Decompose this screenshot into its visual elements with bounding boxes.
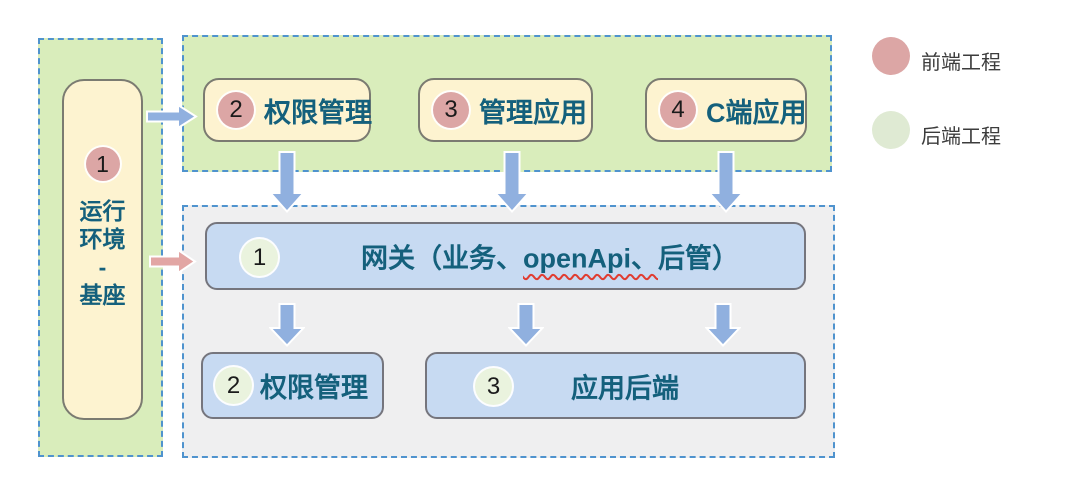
step-badge: 1	[241, 239, 278, 276]
node-consumer-app: 4 C端应用	[645, 78, 807, 142]
gateway-label-before: 网关（业务、	[361, 243, 523, 274]
legend-backend-swatch	[872, 111, 910, 149]
arrow-down-icon	[494, 151, 530, 213]
step-badge: 3	[475, 368, 512, 405]
legend-frontend-label: 前端工程	[921, 52, 1001, 74]
node-label: 权限管理	[264, 97, 372, 128]
node-app-backend: 3 应用后端	[425, 352, 806, 419]
base-label-line: 环境	[79, 226, 126, 252]
gateway-label: 网关（业务、openApi、后管）	[361, 237, 739, 276]
node-label: C端应用	[706, 97, 807, 128]
gateway-label-openapi: openApi、	[523, 243, 658, 274]
node-label: 管理应用	[479, 97, 587, 128]
gateway-label-after: 后管）	[658, 243, 739, 274]
step-badge: 2	[218, 92, 254, 128]
node-permission-frontend: 2 权限管理	[203, 78, 372, 142]
node-label: 权限管理	[260, 373, 368, 403]
node-label: 应用后端	[571, 373, 679, 403]
step-badge: 2	[215, 367, 252, 404]
base-label-line: 基座	[79, 282, 126, 308]
arrow-down-icon	[269, 151, 305, 213]
arrow-right-pink-icon	[149, 248, 197, 275]
step-badge: 3	[433, 92, 469, 128]
arrow-down-icon	[708, 151, 744, 213]
arrow-down-icon	[705, 303, 741, 347]
arrow-down-icon	[508, 303, 544, 347]
legend-backend-label: 后端工程	[921, 126, 1001, 148]
node-permission-backend: 2 权限管理	[201, 352, 384, 419]
base-label-line: -	[98, 254, 107, 280]
node-gateway: 1 网关（业务、openApi、后管）	[205, 222, 806, 290]
base-environment-node: 1 运行 环境 - 基座	[62, 79, 143, 420]
step-badge-base: 1	[85, 147, 120, 181]
arrow-right-blue-icon	[146, 103, 198, 130]
base-node-label: 运行 环境 - 基座	[80, 197, 126, 309]
step-badge: 4	[660, 92, 696, 128]
legend-frontend-swatch	[872, 37, 910, 75]
arrow-down-icon	[269, 303, 305, 347]
node-admin-app: 3 管理应用	[418, 78, 593, 142]
base-label-line: 运行	[79, 198, 126, 224]
